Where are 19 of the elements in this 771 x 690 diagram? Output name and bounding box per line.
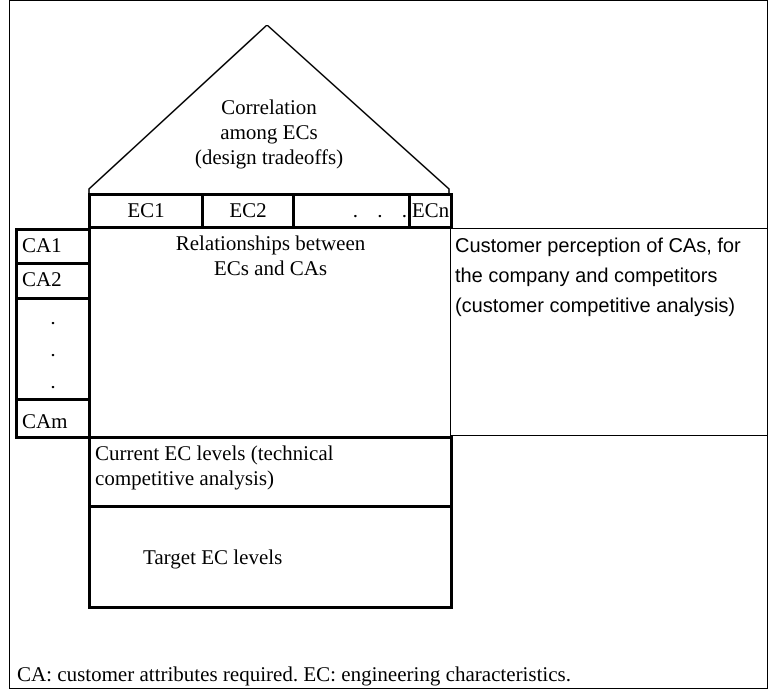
ca-label: CA1 <box>22 233 62 259</box>
ec-label: ECn <box>412 198 450 224</box>
ec-header <box>408 193 453 229</box>
ca-label: CAm <box>22 409 68 434</box>
target-levels-panel <box>88 505 453 609</box>
panel-text: Target EC levels <box>142 544 282 570</box>
roof-text: Correlation among ECs (design tradeoffs) <box>194 95 344 170</box>
caption: CA: customer attributes required. EC: engineering characteristics. <box>17 662 571 687</box>
current-levels-panel <box>88 436 453 508</box>
matrix-text: Relationships between ECs and CAs <box>174 231 366 282</box>
ec-label: EC1 <box>127 198 165 224</box>
ec-label: EC2 <box>229 198 267 224</box>
ca-label: CA2 <box>22 267 62 293</box>
customer-perception-panel <box>450 228 768 436</box>
panel-text: Current EC levels (technical competitive analysis) <box>95 441 334 492</box>
panel-text: Customer perception of CAs, for the company and competitors (customer competitive analysis) <box>455 234 742 319</box>
ca-label: . . . <box>49 304 57 395</box>
ec-label: . . . <box>352 198 407 224</box>
ca-header <box>15 398 91 439</box>
